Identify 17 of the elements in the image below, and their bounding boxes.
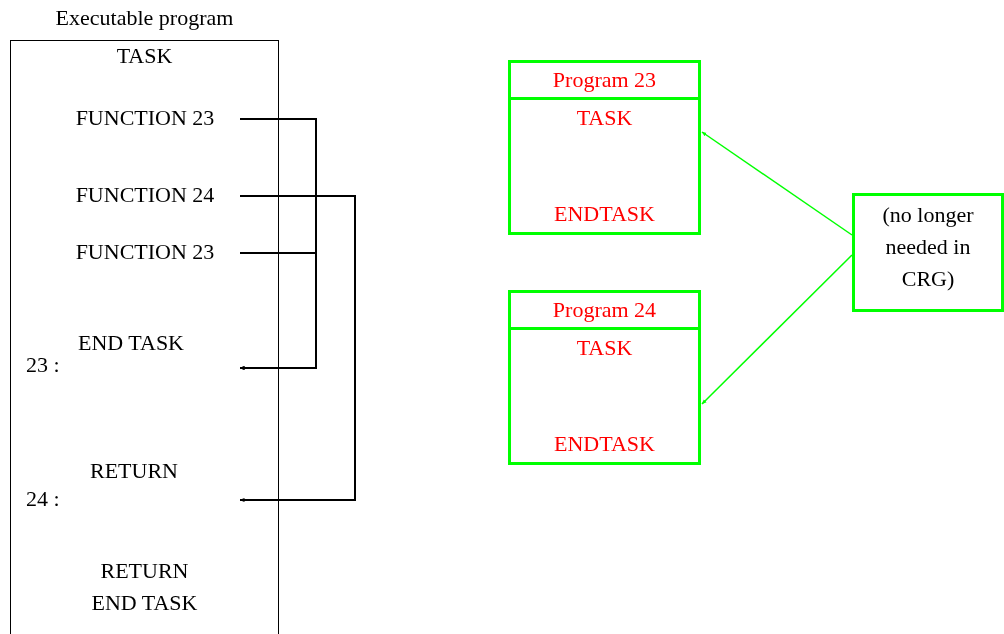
keyword: TASK [115,43,174,69]
note-box: (no longer needed in CRG) [852,193,1004,312]
program-box: Program 24 TASK ENDTASK [508,290,701,465]
statement-label: RETURN 24 : [24,458,238,514]
panel-heading: Executable program [54,5,235,31]
pointer-arrow [701,131,853,236]
statement-text: FUNCTION 23 [52,103,238,133]
pointer-arrow [701,254,853,405]
statement-text: FUNCTION 23 [52,237,238,267]
connector-arrow [239,195,356,502]
line-number: 24 : [26,486,60,512]
program-box: Program 23 TASK ENDTASK [508,60,701,235]
statement-label: END TASK 23 : [24,330,238,384]
statement-text: FUNCTION 24 [52,180,238,210]
line-number: 23 : [26,352,60,378]
connector-arrow [239,252,317,370]
keyword: RETURN END TASK [90,557,199,617]
